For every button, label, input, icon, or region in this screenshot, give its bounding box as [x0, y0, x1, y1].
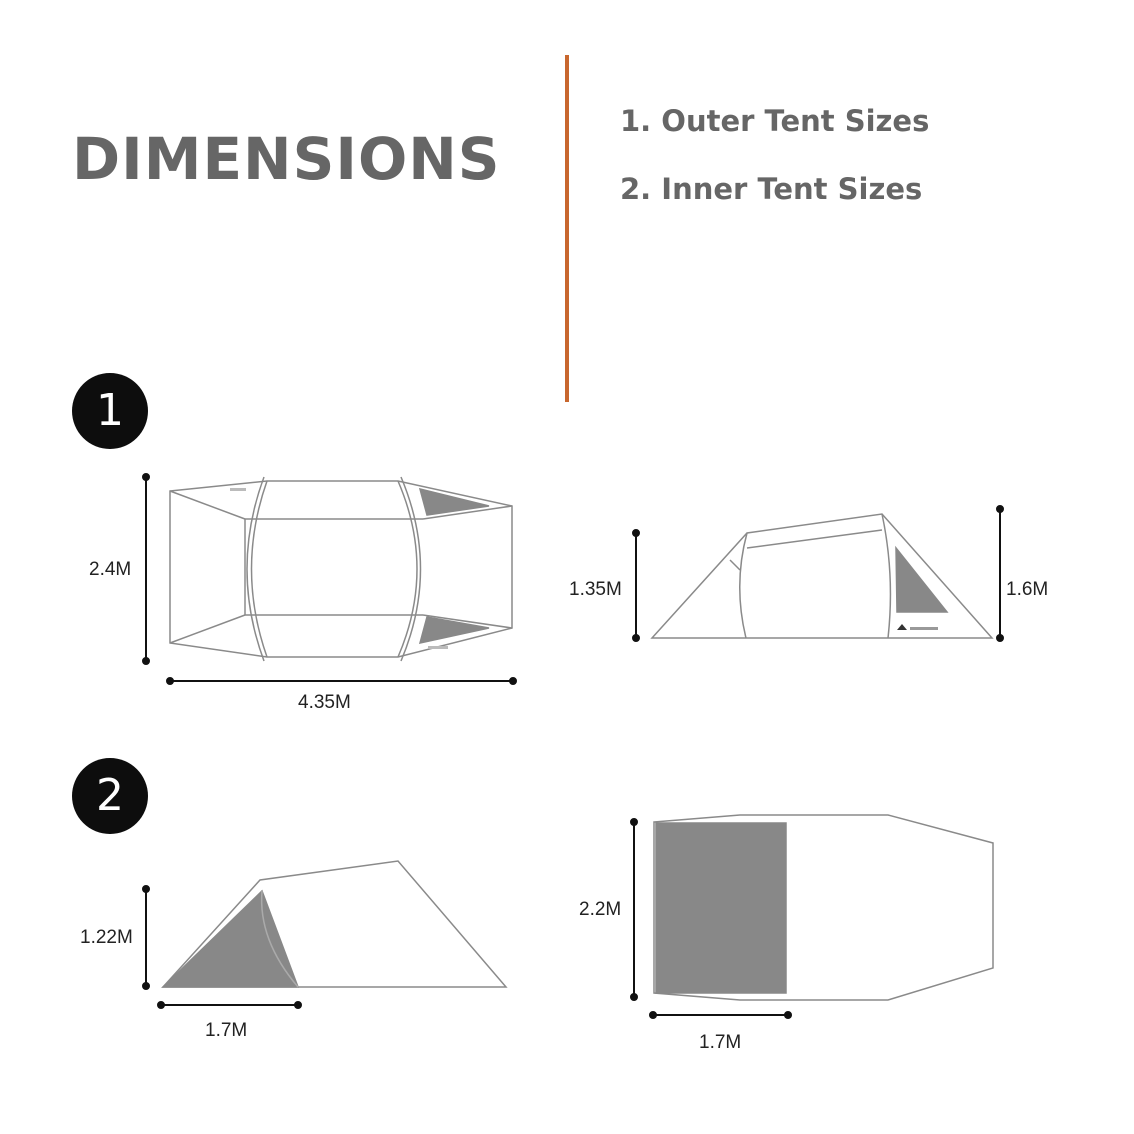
- dim-label-outer-rear-height: 1.6M: [1006, 579, 1049, 600]
- dim-line-inner-width: [630, 818, 638, 1001]
- door-panel-shade: [161, 889, 300, 988]
- brand-label-icon: [230, 488, 246, 491]
- floor-panel-shade: [655, 822, 787, 994]
- outer-tent-top-view: [169, 476, 513, 662]
- brand-logo-icon: [897, 624, 907, 630]
- dim-line-outer-front-height: [632, 529, 640, 642]
- dim-label-outer-width: 2.4M: [89, 559, 132, 580]
- legend-item-inner: 2. Inner Tent Sizes: [620, 172, 923, 206]
- dim-label-outer-length: 4.35M: [298, 692, 351, 713]
- dim-label-outer-front-height: 1.35M: [569, 579, 622, 600]
- dim-label-inner-width: 2.2M: [579, 899, 622, 920]
- dim-line-outer-width: [142, 473, 150, 665]
- vent-panel-side: [895, 545, 949, 613]
- brand-label-icon: [910, 627, 938, 630]
- dim-line-inner-height: [142, 885, 150, 990]
- page-title: DIMENSIONS: [72, 125, 501, 193]
- vent-panel-upper: [418, 487, 490, 516]
- dim-label-inner-base: 1.7M: [205, 1020, 248, 1041]
- dim-label-inner-height: 1.22M: [80, 927, 133, 948]
- section-badge-2: 2: [72, 758, 148, 834]
- legend-item-outer: 1. Outer Tent Sizes: [620, 104, 930, 138]
- vent-panel-lower: [418, 616, 490, 644]
- dim-line-outer-rear-height: [996, 505, 1004, 642]
- section-badge-1: 1: [72, 373, 148, 449]
- dim-line-inner-length: [649, 1011, 792, 1019]
- dim-label-inner-length: 1.7M: [699, 1032, 742, 1053]
- inner-tent-top-view: [653, 814, 994, 1001]
- dim-line-outer-length: [166, 677, 517, 685]
- inner-tent-side-view: [161, 860, 508, 988]
- outer-tent-side-view: [650, 513, 994, 639]
- accent-divider: [565, 55, 569, 402]
- dim-line-inner-base: [157, 1001, 302, 1009]
- brand-label-icon: [428, 646, 448, 649]
